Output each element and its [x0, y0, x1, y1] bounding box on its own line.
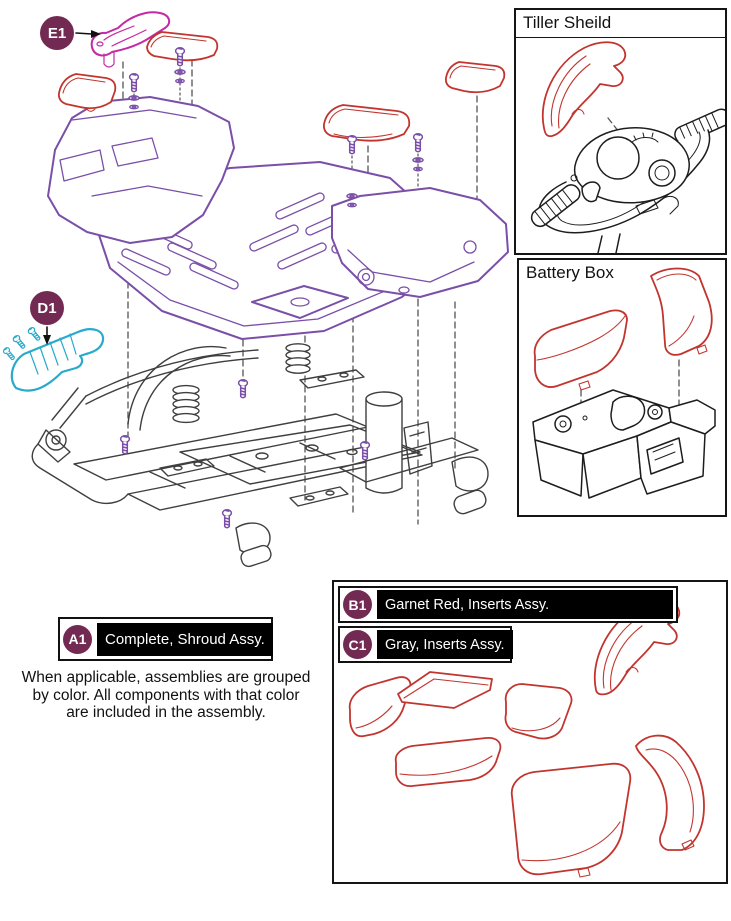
b1-assembly-label: B1 Garnet Red, Inserts Assy. [338, 586, 678, 623]
d1-callout-arrow [43, 326, 51, 345]
insert-panel [635, 734, 705, 851]
chassis-frame-drawing [31, 343, 489, 568]
battery-box-drawing [532, 267, 716, 499]
a1-assembly-label-text: Complete, Shroud Assy. [97, 622, 273, 656]
color-grouping-note: When applicable, assemblies are grouped … [5, 669, 327, 722]
tiller-shield-drawing [530, 41, 725, 253]
a1-assembly-label: A1 Complete, Shroud Assy. [58, 617, 273, 661]
insert-panel [397, 671, 493, 709]
battery-box-inset-title: Battery Box [526, 263, 614, 282]
tiller-shield-inset: Tiller Sheild [514, 8, 727, 255]
battery-box-inset: Battery Box [517, 258, 727, 517]
tiller-mount-bracket [90, 11, 171, 68]
b1-assembly-label-text: Garnet Red, Inserts Assy. [377, 590, 673, 619]
e1-callout-badge: E1 [40, 16, 74, 50]
tiller-shield-red-part [541, 41, 627, 138]
note-line: When applicable, assemblies are grouped [21, 669, 311, 686]
front-bumper-part [1, 325, 105, 392]
insert-panels-drawing [348, 599, 705, 878]
note-line: by color. All components with that color [32, 686, 300, 704]
main-exploded-diagram [1, 11, 509, 568]
d1-callout-badge: D1 [30, 291, 64, 325]
insert-panel [348, 676, 412, 738]
red-insert-panels [57, 31, 506, 142]
tiller-console-drawing [530, 108, 725, 253]
coil-spring [285, 343, 311, 374]
c1-assembly-label-text: Gray, Inserts Assy. [377, 630, 513, 659]
battery-box-body-drawing [532, 389, 716, 499]
c1-assembly-label: C1 Gray, Inserts Assy. [338, 626, 513, 663]
battery-cover-red-left [533, 309, 628, 391]
e1-callout-arrow [75, 30, 101, 38]
insert-panel [504, 683, 573, 740]
b1-callout-badge: B1 [343, 590, 372, 619]
tiller-shield-inset-title: Tiller Sheild [516, 10, 725, 38]
inserts-assembly-box: B1 Garnet Red, Inserts Assy. C1 Gray, In… [332, 580, 728, 884]
insert-panel [510, 762, 632, 878]
coil-spring [172, 384, 200, 424]
front-shroud-section [47, 96, 235, 244]
c1-callout-badge: C1 [343, 630, 372, 659]
insert-panel [394, 737, 502, 787]
a1-callout-badge: A1 [63, 624, 92, 654]
battery-cover-red-right [650, 267, 713, 356]
note-line: are included in the assembly. [66, 704, 266, 721]
rear-shroud-section [331, 187, 509, 298]
shroud-drawing [47, 96, 509, 340]
seat-post [365, 391, 433, 494]
